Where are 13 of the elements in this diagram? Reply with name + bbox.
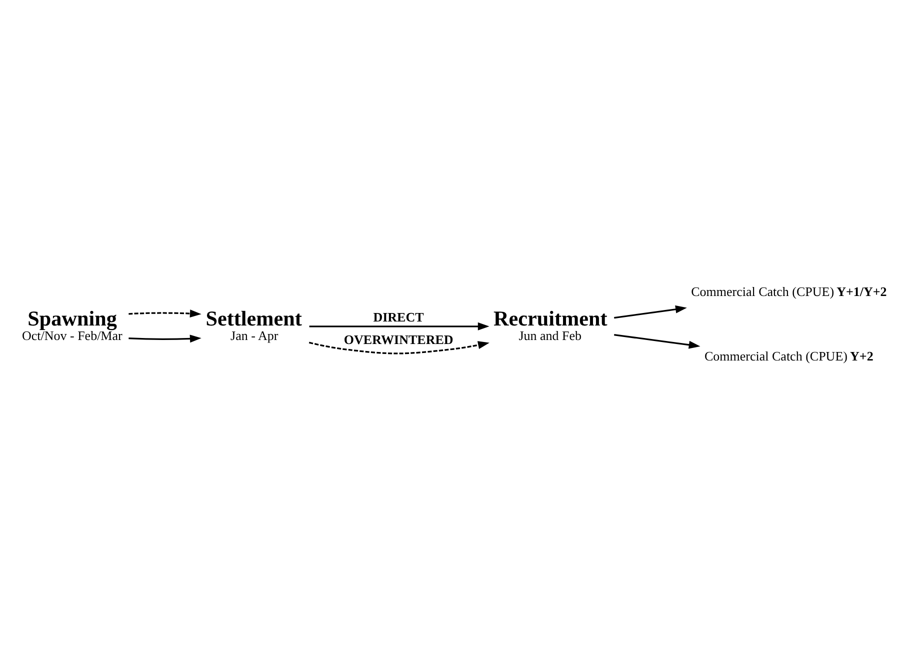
arrow xyxy=(128,334,202,343)
arrow xyxy=(128,310,202,318)
edge-label: DIRECT xyxy=(373,309,424,324)
arrow xyxy=(614,334,700,349)
arrow xyxy=(614,305,687,319)
arrow xyxy=(309,322,490,330)
node-text: Commercial Catch (CPUE) Y+1/Y+2 xyxy=(691,284,887,300)
node-text: Settlement Jan - Apr xyxy=(206,306,302,344)
edge-label: OVERWINTERED xyxy=(344,332,454,348)
node-text: Commercial Catch (CPUE) Y+2 xyxy=(704,348,874,364)
node-text: Spawning Oct/Nov - Feb/Mar xyxy=(22,306,122,344)
node-text: Recruitment Jun and Feb xyxy=(494,306,608,344)
arrow xyxy=(308,341,490,354)
